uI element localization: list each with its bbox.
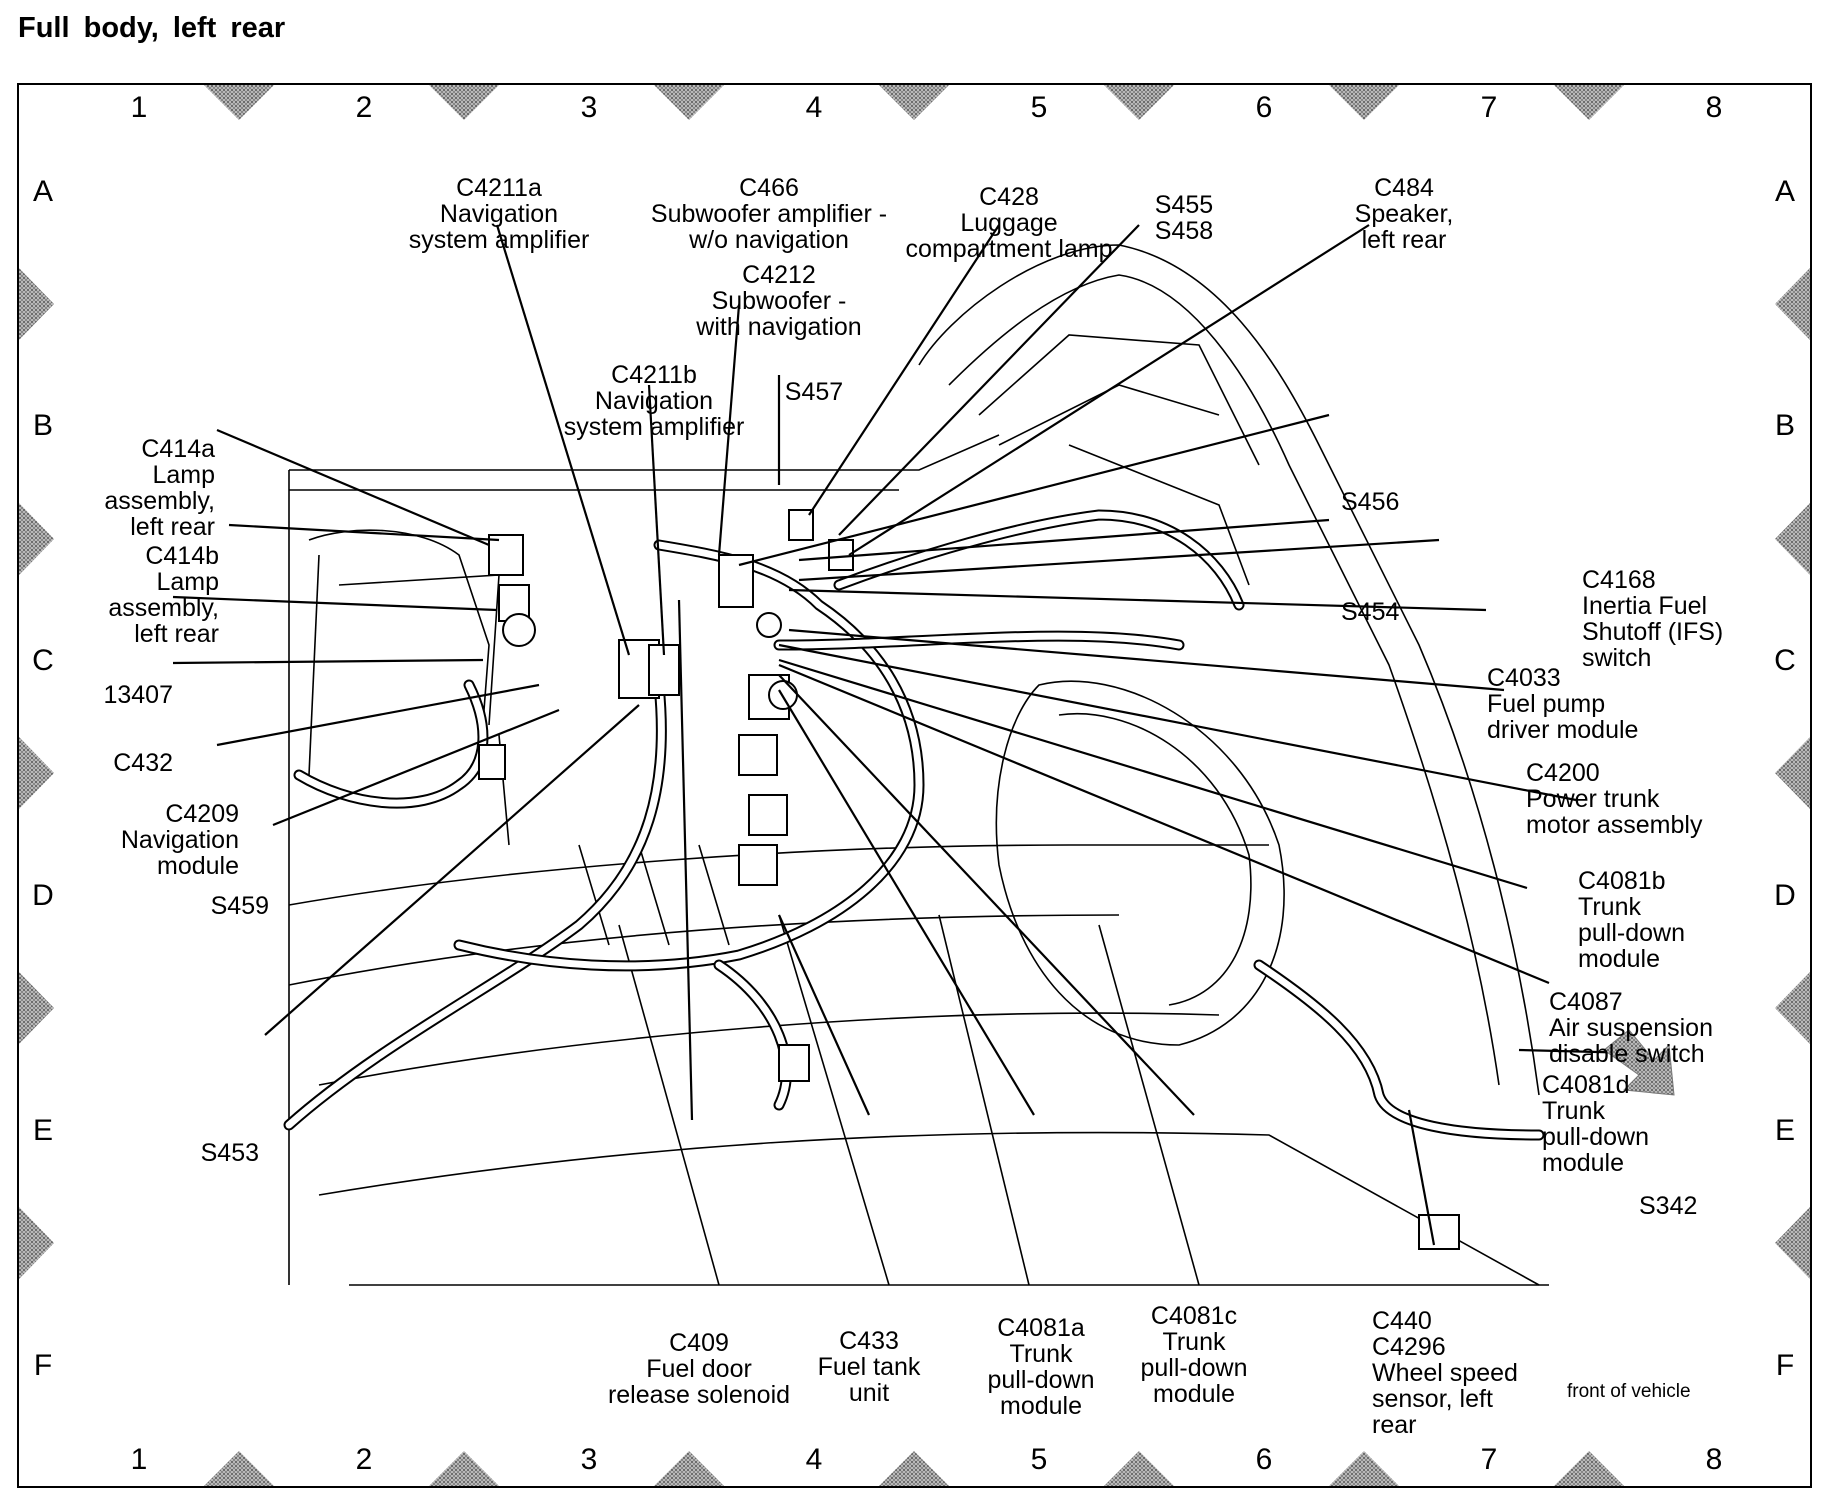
callout-c4087: C4087 Air suspension disable switch <box>1549 988 1713 1068</box>
callout-c4211a: C4211a Navigation system amplifier <box>408 174 590 254</box>
grid-row-label-right: C <box>1774 644 1796 677</box>
callout-c4081c: C4081c Trunk pull-down module <box>1140 1302 1248 1408</box>
leader-lines <box>172 224 1638 1246</box>
callout-c4033: C4033 Fuel pump driver module <box>1487 664 1639 744</box>
callout-c466: C466 Subwoofer amplifier - w/o navigatio… <box>650 174 888 254</box>
grid-row-label-right: B <box>1774 409 1795 442</box>
vehicle-illustration <box>19 85 1810 1486</box>
grid-row-label-right: D <box>1774 879 1796 912</box>
callout-c428: C428 Luggage compartment lamp <box>905 183 1113 263</box>
grid-col-label-bottom: 5 <box>1030 1443 1048 1476</box>
arrow-down-right-icon <box>1603 1029 1675 1096</box>
callout-c440-c4296: C440 C4296 Wheel speed sensor, left rear <box>1372 1307 1518 1439</box>
callout-c4200: C4200 Power trunk motor assembly <box>1526 759 1703 839</box>
grid-col-label-top: 8 <box>1705 91 1723 124</box>
grid-col-label-bottom: 2 <box>355 1443 373 1476</box>
callout-c4168: C4168 Inertia Fuel Shutoff (IFS) switch <box>1582 566 1724 672</box>
callout-s342: S342 <box>1639 1192 1698 1220</box>
grid-row-label-right: F <box>1775 1349 1795 1382</box>
grid-col-label-top: 5 <box>1030 91 1048 124</box>
grid-col-label-bottom: 4 <box>805 1443 823 1476</box>
callout-c432: C432 <box>113 749 173 777</box>
callout-s459: S459 <box>210 892 269 920</box>
callout-s456: S456 <box>1341 488 1400 516</box>
grid-markers <box>19 85 1810 1486</box>
grid-col-label-top: 6 <box>1255 91 1273 124</box>
grid-row-label-left: C <box>32 644 54 677</box>
callout-s457: S457 <box>784 378 844 406</box>
callout-c409: C409 Fuel door release solenoid <box>607 1329 791 1409</box>
grid-col-label-bottom: 6 <box>1255 1443 1273 1476</box>
callout-c414b: C414b Lamp assembly, left rear <box>108 542 219 648</box>
grid-row-label-right: A <box>1774 175 1795 208</box>
grid-col-label-top: 2 <box>355 91 373 124</box>
callout-c4212: C4212 Subwoofer - with navigation <box>696 261 862 341</box>
callout-c433: C433 Fuel tank unit <box>817 1327 921 1407</box>
grid-row-label-left: D <box>32 879 54 912</box>
grid-col-label-top: 3 <box>580 91 598 124</box>
callout-c4211b: C4211b Navigation system amplifier <box>563 361 745 441</box>
body-structure <box>288 244 1549 1286</box>
grid-col-label-bottom: 1 <box>130 1443 148 1476</box>
callout-s454: S454 <box>1341 598 1400 626</box>
callout-c4081b: C4081b Trunk pull-down module <box>1578 867 1686 973</box>
callout-c4081a: C4081a Trunk pull-down module <box>987 1314 1095 1420</box>
grid-row-label-left: A <box>32 175 53 208</box>
grid-col-label-top: 1 <box>130 91 148 124</box>
grid-row-label-left: F <box>33 1349 53 1382</box>
grid-row-label-left: E <box>32 1114 53 1147</box>
grid-row-label-left: B <box>32 409 53 442</box>
grid-col-label-top: 7 <box>1480 91 1498 124</box>
callout-c484: C484 Speaker, left rear <box>1354 174 1454 254</box>
grid-col-label-bottom: 3 <box>580 1443 598 1476</box>
connectors <box>478 509 1460 1250</box>
callout-s455-s458: S455 S458 <box>1154 191 1214 245</box>
diagram-frame: 1 2 3 4 5 6 7 8 1 2 3 4 5 6 7 8 A B C D … <box>17 83 1812 1488</box>
grid-col-label-bottom: 7 <box>1480 1443 1498 1476</box>
callout-13407: 13407 <box>103 681 173 709</box>
grid-col-label-bottom: 8 <box>1705 1443 1723 1476</box>
callout-s453: S453 <box>200 1139 259 1167</box>
page-title: Full body, left rear <box>18 12 286 44</box>
grid-row-label-right: E <box>1774 1114 1795 1147</box>
callout-c4209: C4209 Navigation module <box>120 800 239 880</box>
front-of-vehicle-note: front of vehicle <box>1567 1381 1691 1402</box>
wiring-harness <box>283 509 1545 1141</box>
grid-col-label-top: 4 <box>805 91 823 124</box>
callout-c4081d: C4081d Trunk pull-down module <box>1542 1071 1650 1177</box>
callout-c414a: C414a Lamp assembly, left rear <box>104 435 215 541</box>
